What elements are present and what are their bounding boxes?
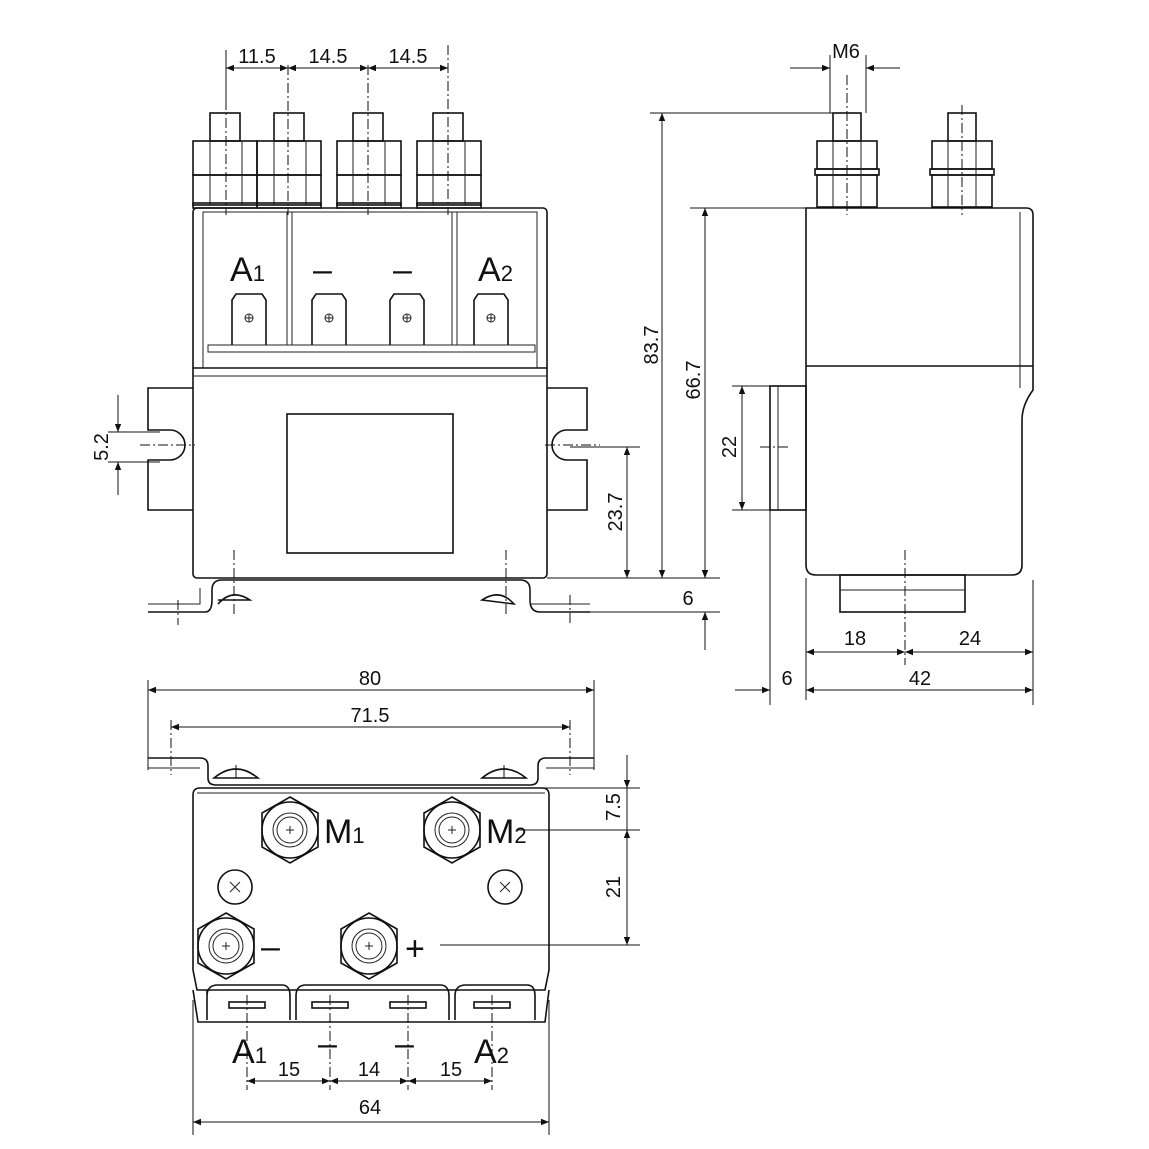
tab-base-rail xyxy=(207,344,536,353)
side-view: M6 22 18 24 6 42 xyxy=(719,41,1034,705)
stud-a2 xyxy=(416,112,482,209)
bottom-label-a2-subscript: 2 xyxy=(497,1043,509,1068)
left-mounting-ear xyxy=(147,387,193,511)
dim-tab-spacing-1: 15 xyxy=(278,1059,300,1081)
terminal-plus xyxy=(340,912,398,980)
bottom-label-m2: M2 xyxy=(486,813,527,851)
dim-tab-spacing-3: 15 xyxy=(440,1059,462,1081)
front-bracket-screw-heads xyxy=(217,594,516,606)
side-body xyxy=(805,207,1034,576)
bottom-label-minus: – xyxy=(261,928,280,966)
front-view: A1 – – A2 xyxy=(91,45,860,650)
front-tab-a2 xyxy=(473,293,509,345)
front-label-minus-2: – xyxy=(393,251,412,289)
side-foot-bracket xyxy=(839,574,966,613)
front-label-minus-1: – xyxy=(313,251,332,289)
front-body xyxy=(192,207,548,579)
front-label-window xyxy=(286,413,454,554)
front-center-lines xyxy=(140,45,600,625)
front-label-a2-letter: A xyxy=(478,251,501,289)
dim-mount-height: 23.7 xyxy=(605,493,627,532)
tab-pocket-frame xyxy=(192,989,550,1023)
bottom-label-a1: A1 xyxy=(232,1033,267,1071)
bottom-label-m1-letter: M xyxy=(324,813,352,851)
bottom-label-plus: + xyxy=(405,930,425,968)
screw-icon-left xyxy=(217,869,253,905)
front-tab-minus-2 xyxy=(389,293,425,345)
dim-stud-spacing-3: 14.5 xyxy=(389,46,428,68)
front-foot-bracket-inner xyxy=(148,588,590,605)
screw-icon-right xyxy=(487,869,523,905)
terminal-minus xyxy=(197,912,255,980)
front-tab-a1 xyxy=(231,293,267,345)
dim-thread-size: M6 xyxy=(832,41,860,63)
side-dimension-lines xyxy=(732,55,1034,705)
dim-ear-depth: 6 xyxy=(781,668,792,690)
front-label-a1: A1 xyxy=(230,251,265,289)
terminal-m1 xyxy=(261,796,319,864)
dim-bracket-height: 6 xyxy=(682,588,693,610)
dim-stud-spacing-2: 14.5 xyxy=(309,46,348,68)
bottom-body xyxy=(192,787,550,991)
bottom-tabs xyxy=(228,1001,511,1009)
front-tab-minus-1 xyxy=(311,293,347,345)
dim-total-height: 83.7 xyxy=(641,326,663,365)
front-tabs xyxy=(231,293,509,345)
dim-body-width: 64 xyxy=(359,1097,381,1119)
dim-ear-height: 22 xyxy=(719,436,741,458)
bottom-label-a2-letter: A xyxy=(474,1033,497,1071)
tab-pockets xyxy=(206,984,536,1020)
bottom-label-a1-letter: A xyxy=(232,1033,255,1071)
bottom-label-a1-subscript: 1 xyxy=(255,1043,267,1068)
stud-minus-2 xyxy=(336,112,402,209)
dim-stud-spacing-1: 11.5 xyxy=(238,46,275,68)
front-label-a1-subscript: 1 xyxy=(253,261,265,286)
bottom-label-a2: A2 xyxy=(474,1033,509,1071)
dim-slot-width: 5.2 xyxy=(91,433,113,461)
dim-depth: 42 xyxy=(909,668,931,690)
front-label-a1-letter: A xyxy=(230,251,253,289)
terminal-m2 xyxy=(423,796,481,864)
bottom-label-m1: M1 xyxy=(324,813,365,851)
front-foot-bracket xyxy=(148,579,590,613)
bottom-view: M1 M2 – + A1 – – A2 80 71.5 7.5 21 15 14 xyxy=(147,668,640,1135)
bottom-center-lines xyxy=(170,720,571,1090)
front-studs xyxy=(192,112,482,209)
dim-offset-left: 18 xyxy=(844,628,866,650)
front-label-a2-subscript: 2 xyxy=(501,261,513,286)
dim-terminal-row-spacing: 21 xyxy=(603,876,625,898)
bottom-label-m1-subscript: 1 xyxy=(352,823,364,848)
bottom-label-m2-letter: M xyxy=(486,813,514,851)
bottom-label-minus-1: – xyxy=(318,1025,337,1063)
dim-offset-right: 24 xyxy=(959,628,981,650)
dim-overall-width: 80 xyxy=(359,668,381,690)
front-dimension-lines xyxy=(108,50,860,650)
front-label-a2: A2 xyxy=(478,251,513,289)
bottom-foot-bracket xyxy=(148,757,594,786)
dim-body-height: 66.7 xyxy=(683,361,705,400)
side-center-lines xyxy=(760,75,963,665)
bottom-label-m2-subscript: 2 xyxy=(514,823,526,848)
dim-top-offset: 7.5 xyxy=(603,793,625,821)
stud-a1 xyxy=(192,112,258,209)
side-mounting-ear xyxy=(769,385,807,511)
dim-tab-spacing-2: 14 xyxy=(358,1059,380,1081)
right-mounting-ear xyxy=(547,387,588,511)
bottom-bracket-screw-heads xyxy=(211,765,529,779)
compartment-separators xyxy=(286,212,458,345)
stud-minus-1 xyxy=(256,112,322,209)
bottom-label-minus-2: – xyxy=(395,1025,414,1063)
dim-mount-spacing: 71.5 xyxy=(351,705,390,727)
bottom-dimension-lines xyxy=(147,680,640,1135)
